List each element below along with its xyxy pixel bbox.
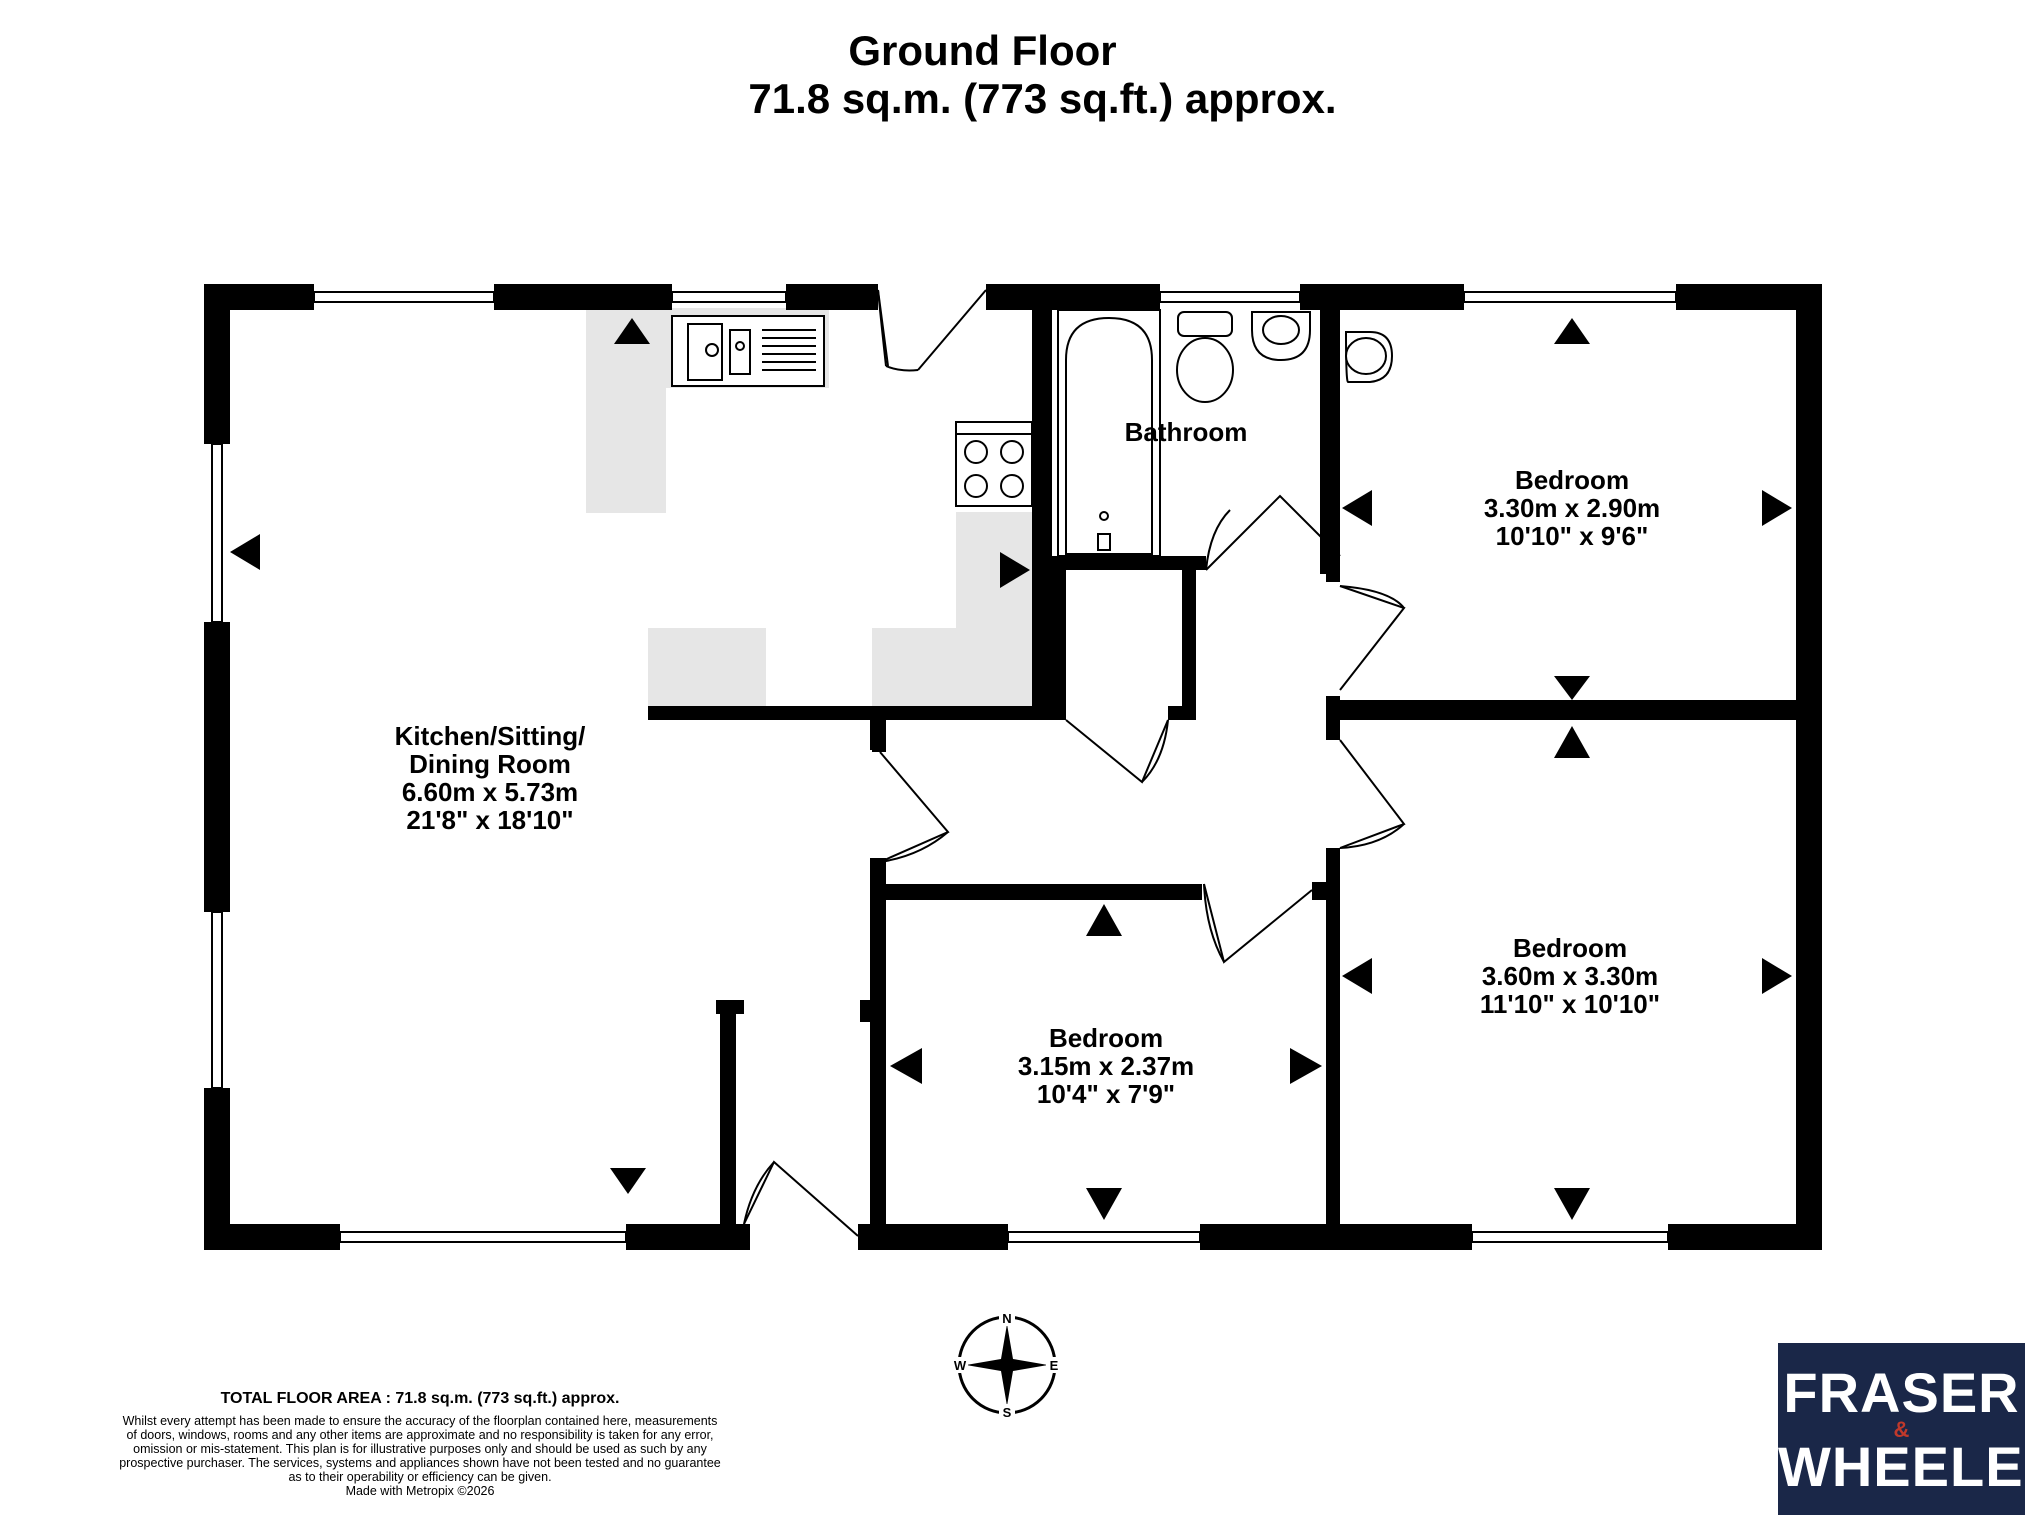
window [1471, 1231, 1669, 1243]
basin-bedroom [1344, 331, 1394, 383]
room-label-bedroom-2: Bedroom 3.15m x 2.37m 10'4" x 7'9" [986, 1024, 1226, 1108]
disclaimer-line: as to their operability or efficiency ca… [288, 1470, 552, 1484]
wall [1326, 284, 1340, 582]
doors [743, 289, 1406, 1237]
wall [1052, 556, 1206, 570]
wall [1796, 284, 1822, 1250]
wall [860, 1000, 874, 1022]
room-imperial: 10'10" x 9'6" [1495, 521, 1649, 551]
kitchen-sink [671, 315, 825, 387]
room-label-bedroom-3: Bedroom 3.60m x 3.30m 11'10" x 10'10" [1440, 934, 1700, 1018]
room-name: Dining Room [409, 749, 571, 779]
logo-line2: WHEELER [1778, 1435, 2025, 1498]
room-label-kitchen: Kitchen/Sitting/ Dining Room 6.60m x 5.7… [380, 722, 600, 834]
disclaimer-line: omission or mis-statement. This plan is … [133, 1442, 707, 1456]
window [211, 443, 223, 623]
wall [1326, 696, 1340, 740]
room-metric: 3.15m x 2.37m [1017, 1051, 1195, 1081]
wall [1052, 570, 1066, 720]
floor-area: 71.8 sq.m. (773 sq.ft.) approx. [748, 75, 1337, 122]
bedroom2-door-a [879, 751, 950, 863]
wall [1168, 706, 1196, 720]
windows [211, 291, 1677, 1243]
window [1007, 1231, 1201, 1243]
hob [955, 421, 1033, 507]
side-door [743, 1160, 859, 1237]
room-name: Bedroom [1048, 1023, 1164, 1053]
bedroom2-door-b [1203, 883, 1313, 964]
wall [494, 284, 672, 310]
worktop-right [956, 512, 1032, 706]
front-door-arc [885, 365, 919, 372]
walls [204, 284, 1822, 1250]
worktop-bottom-left [648, 628, 766, 706]
wall [1668, 1224, 1822, 1250]
compass-e: E [1050, 1358, 1059, 1373]
wall [1032, 284, 1052, 714]
wall [1326, 700, 1822, 720]
wall [986, 284, 1160, 310]
wall [1312, 882, 1340, 900]
wall [648, 706, 1052, 720]
bathroom-door [1205, 494, 1341, 571]
cupboard-door [1065, 719, 1169, 784]
room-name: Bedroom [1514, 465, 1630, 495]
wall [204, 284, 230, 444]
disclaimer-line: of doors, windows, rooms and any other i… [126, 1428, 714, 1442]
room-metric: 6.60m x 5.73m [401, 777, 579, 807]
compass-rose-icon: N S W E [952, 1310, 1062, 1420]
window [671, 291, 787, 303]
logo-ampersand: & [1893, 1417, 1910, 1442]
wall [870, 720, 886, 750]
wall [204, 622, 230, 912]
wall [870, 884, 1202, 900]
footer: TOTAL FLOOR AREA : 71.8 sq.m. (773 sq.ft… [60, 1390, 780, 1498]
wall [1182, 570, 1196, 720]
room-name: Bathroom [1124, 417, 1248, 447]
wall [204, 1088, 230, 1250]
compass-w: W [954, 1358, 967, 1373]
wall [204, 1224, 340, 1250]
bath [1057, 309, 1161, 557]
wall [786, 284, 878, 310]
wall [720, 1000, 736, 1250]
room-metric: 3.30m x 2.90m [1483, 493, 1661, 523]
worktop-bottom-right [872, 628, 956, 706]
room-imperial: 21'8" x 18'10" [406, 805, 574, 835]
front-door [877, 289, 987, 371]
room-label-bathroom: Bathroom [1116, 418, 1256, 446]
wall [1052, 706, 1066, 720]
floor-title: Ground Floor [848, 27, 1117, 74]
dimension-arrows [230, 318, 1792, 1220]
window [1463, 291, 1677, 303]
window [339, 1231, 627, 1243]
compass: N S W E [952, 1310, 1062, 1420]
toilet [1176, 311, 1234, 403]
room-name: Bedroom [1512, 933, 1628, 963]
window [313, 291, 495, 303]
disclaimer-line: Made with Metropix ©2026 [345, 1484, 495, 1498]
wall [870, 858, 886, 1250]
brand-logo: FRASER & WHEELER [1778, 1343, 2025, 1515]
room-imperial: 10'4" x 7'9" [1036, 1079, 1176, 1109]
disclaimer: Whilst every attempt has been made to en… [60, 1414, 780, 1498]
room-imperial: 11'10" x 10'10" [1479, 989, 1661, 1019]
bedroom1-door [1339, 585, 1406, 691]
wall [1326, 848, 1340, 1250]
disclaimer-line: Whilst every attempt has been made to en… [122, 1414, 718, 1428]
disclaimer-line: prospective purchaser. The services, sys… [119, 1456, 721, 1470]
basin-bathroom [1251, 311, 1311, 362]
compass-n: N [1002, 1311, 1011, 1326]
logo-line1: FRASER [1783, 1361, 2020, 1424]
room-label-bedroom-1: Bedroom 3.30m x 2.90m 10'10" x 9'6" [1452, 466, 1692, 550]
room-metric: 3.60m x 3.30m [1481, 961, 1659, 991]
window [1159, 291, 1301, 303]
compass-s: S [1003, 1405, 1012, 1420]
window [211, 911, 223, 1089]
room-name: Kitchen/Sitting/ [394, 721, 586, 751]
total-floor-area: TOTAL FLOOR AREA : 71.8 sq.m. (773 sq.ft… [220, 1390, 620, 1407]
